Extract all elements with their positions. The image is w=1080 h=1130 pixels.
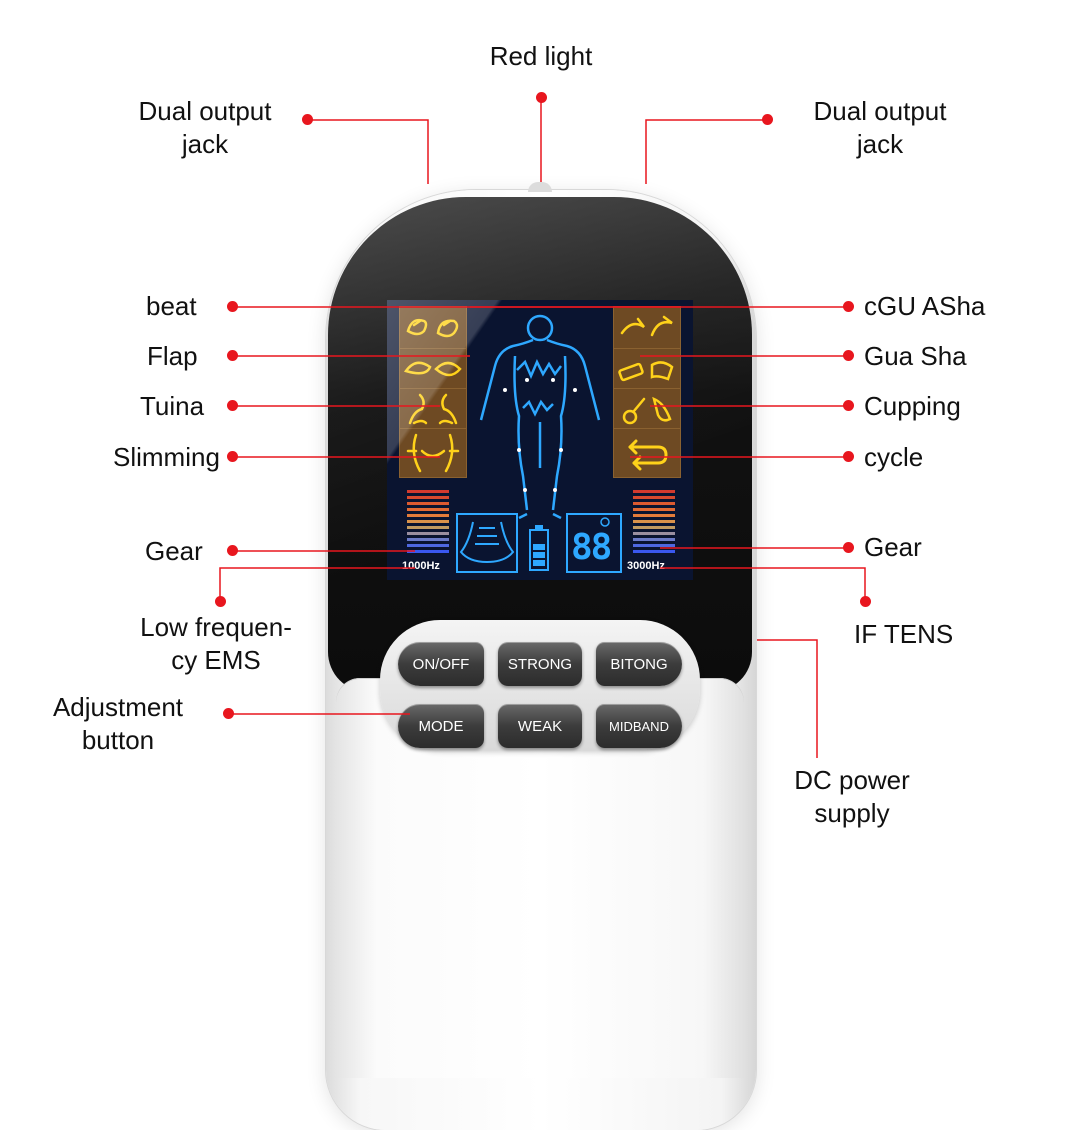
product-diagram: 88 1000Hz 3000Hz ON/OFF STRONG BITONG MO… [52, 41, 986, 1130]
left-frequency-label: 1000Hz [402, 560, 440, 572]
label-cgu-asha: cGU ASha [864, 291, 986, 321]
digit-frame [566, 513, 622, 573]
label-beat: beat [146, 291, 197, 321]
right-frequency-label: 3000Hz [627, 560, 665, 572]
label-flap: Flap [147, 341, 198, 371]
label-dual-output-jack-right: Dual output jack [813, 96, 947, 159]
callout-dot [227, 400, 238, 411]
midband-button[interactable]: MIDBAND [596, 704, 682, 748]
lcd-graphics [407, 314, 675, 573]
on-off-button[interactable]: ON/OFF [398, 642, 484, 686]
label-tuina: Tuina [140, 391, 205, 421]
label-adjustment-button: Adjustment button [52, 692, 184, 755]
label-red-light: Red light [489, 41, 593, 71]
label-cupping: Cupping [864, 391, 961, 421]
lcd-screen: 88 1000Hz 3000Hz [387, 300, 693, 580]
left-gear-bars [407, 490, 449, 553]
cgu-asha-icon [613, 306, 681, 350]
right-gear-bars [633, 490, 675, 553]
callout-dot [227, 451, 238, 462]
beat-icon [399, 306, 467, 350]
timer-icon [600, 517, 610, 527]
callout-dot [843, 301, 854, 312]
slimming-icon [399, 428, 467, 478]
label-dual-output-jack-left: Dual output jack [138, 96, 272, 159]
label-cycle: cycle [864, 442, 924, 472]
cycle-icon [613, 428, 681, 478]
label-if-tens: IF TENS [854, 619, 954, 649]
label-dc-power-supply: DC power supply [794, 765, 910, 828]
weak-button[interactable]: WEAK [498, 704, 582, 748]
callout-dot [843, 350, 854, 361]
label-gear-left: Gear [145, 536, 203, 566]
callout-dot [227, 301, 238, 312]
callout-dot [762, 114, 773, 125]
callout-dot [302, 114, 313, 125]
callout-dot [227, 545, 238, 556]
callout-dot [843, 451, 854, 462]
label-gua-sha: Gua Sha [864, 341, 967, 371]
red-light-window [528, 182, 552, 192]
callout-dot [843, 400, 854, 411]
label-slimming: Slimming [113, 442, 220, 472]
mode-button[interactable]: MODE [398, 704, 484, 748]
callout-dot [215, 596, 226, 607]
label-gear-right: Gear [864, 532, 922, 562]
battery-icon [529, 525, 549, 571]
callout-leader-lines [219, 97, 866, 758]
nose-icon [456, 513, 518, 573]
strong-button[interactable]: STRONG [498, 642, 582, 686]
digit-display: 88 [571, 527, 612, 568]
label-low-frequency-ems: Low frequen- cy EMS [140, 612, 292, 675]
callout-dot [860, 596, 871, 607]
bitong-button[interactable]: BITONG [596, 642, 682, 686]
cupping-icon [613, 388, 681, 432]
tuina-icon [399, 388, 467, 432]
body-figure-icon [479, 314, 601, 520]
callout-dot [843, 542, 854, 553]
callout-dot [223, 708, 234, 719]
callout-dot [227, 350, 238, 361]
callout-dot [536, 92, 547, 103]
